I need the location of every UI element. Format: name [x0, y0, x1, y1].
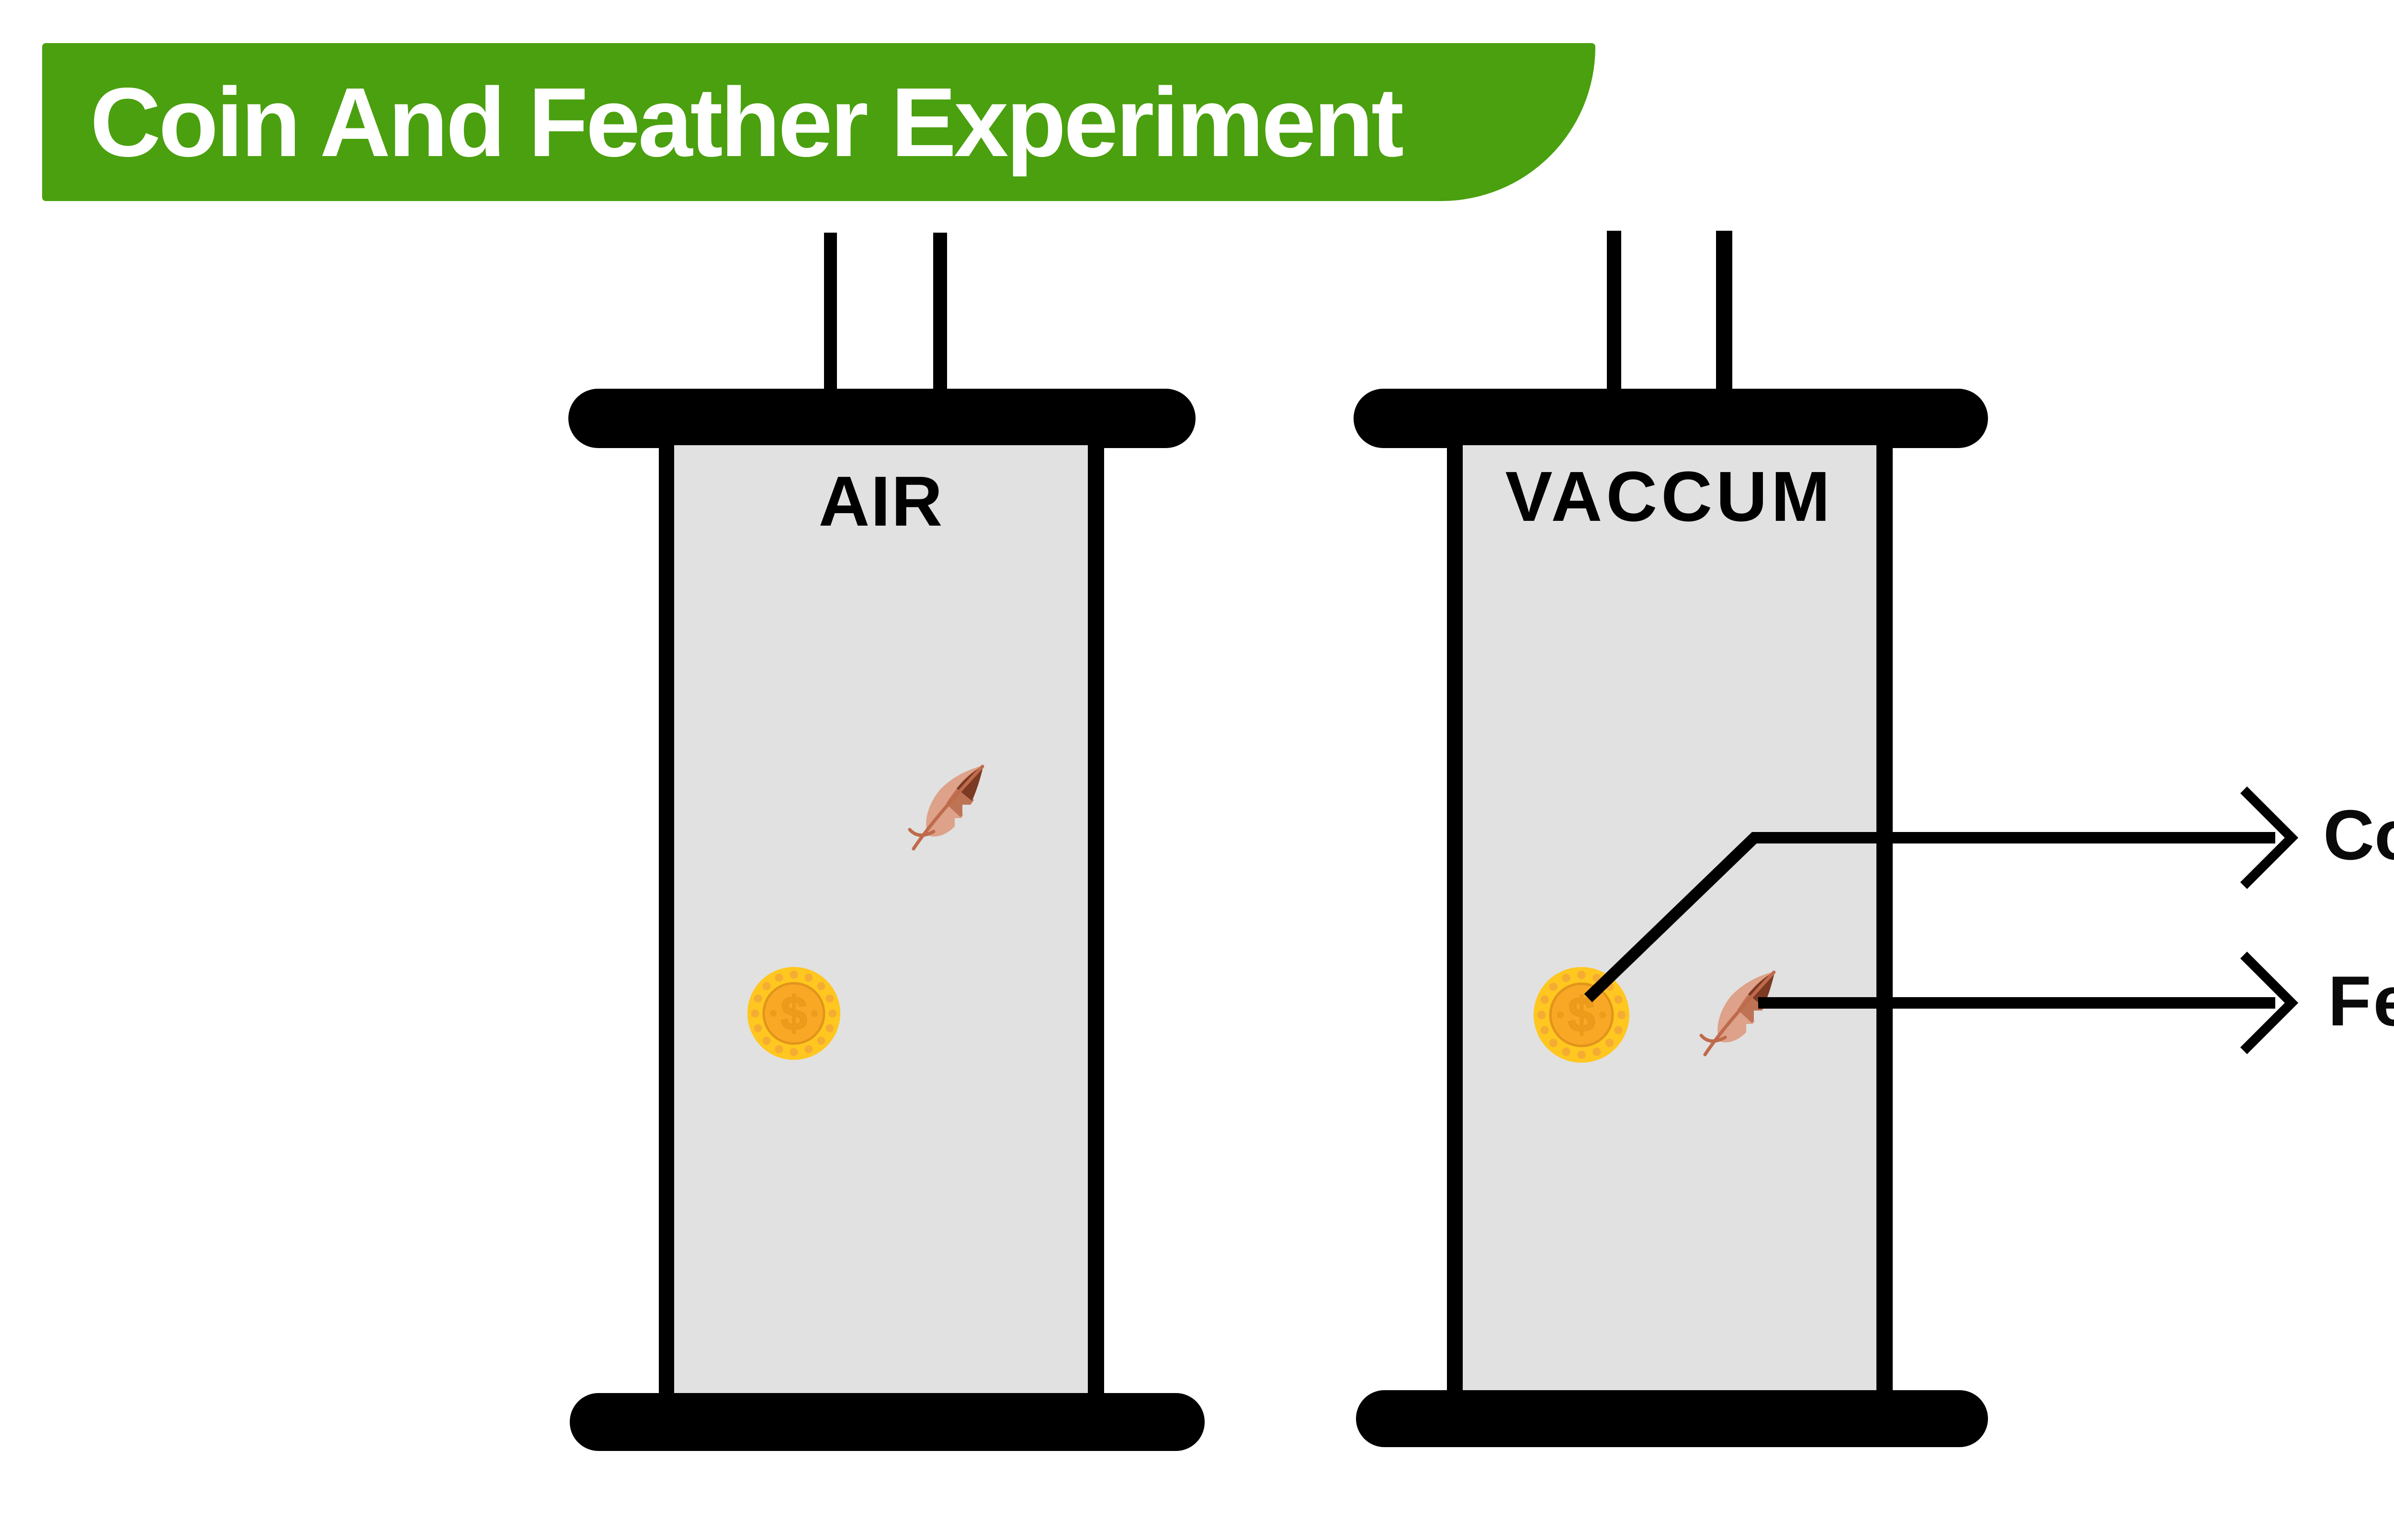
- vaccum-pump-pipe-right: [1716, 231, 1732, 391]
- coin-icon: [1532, 966, 1631, 1064]
- air-tube-body: AIR: [659, 445, 1104, 1395]
- vaccum-pump-pipe-left: [1607, 231, 1621, 391]
- feather-icon: [906, 759, 1002, 854]
- coin-annotation-label: Coin: [2323, 796, 2394, 875]
- air-pump-pipe-left: [824, 233, 837, 391]
- feather-arrowhead-icon: [2240, 951, 2299, 1055]
- air-tube-top-cap: [568, 389, 1196, 448]
- title-banner: Coin And Feather Experiment: [42, 43, 1595, 201]
- coin-arrowhead-icon: [2240, 786, 2299, 889]
- page-title: Coin And Feather Experiment: [90, 67, 1404, 177]
- vaccum-tube-label: VACCUM: [1505, 457, 1834, 536]
- vaccum-tube-bottom-cap: [1356, 1390, 1988, 1447]
- coin-icon: [746, 966, 842, 1061]
- vaccum-tube-top-cap: [1354, 389, 1988, 448]
- air-pump-pipe-right: [933, 233, 947, 391]
- air-tube-label: AIR: [818, 462, 944, 541]
- air-tube-bottom-cap: [570, 1393, 1205, 1451]
- feather-icon: [1697, 965, 1793, 1060]
- vaccum-tube-body: VACCUM: [1447, 445, 1893, 1392]
- feather-annotation-label: Feather: [2328, 962, 2394, 1041]
